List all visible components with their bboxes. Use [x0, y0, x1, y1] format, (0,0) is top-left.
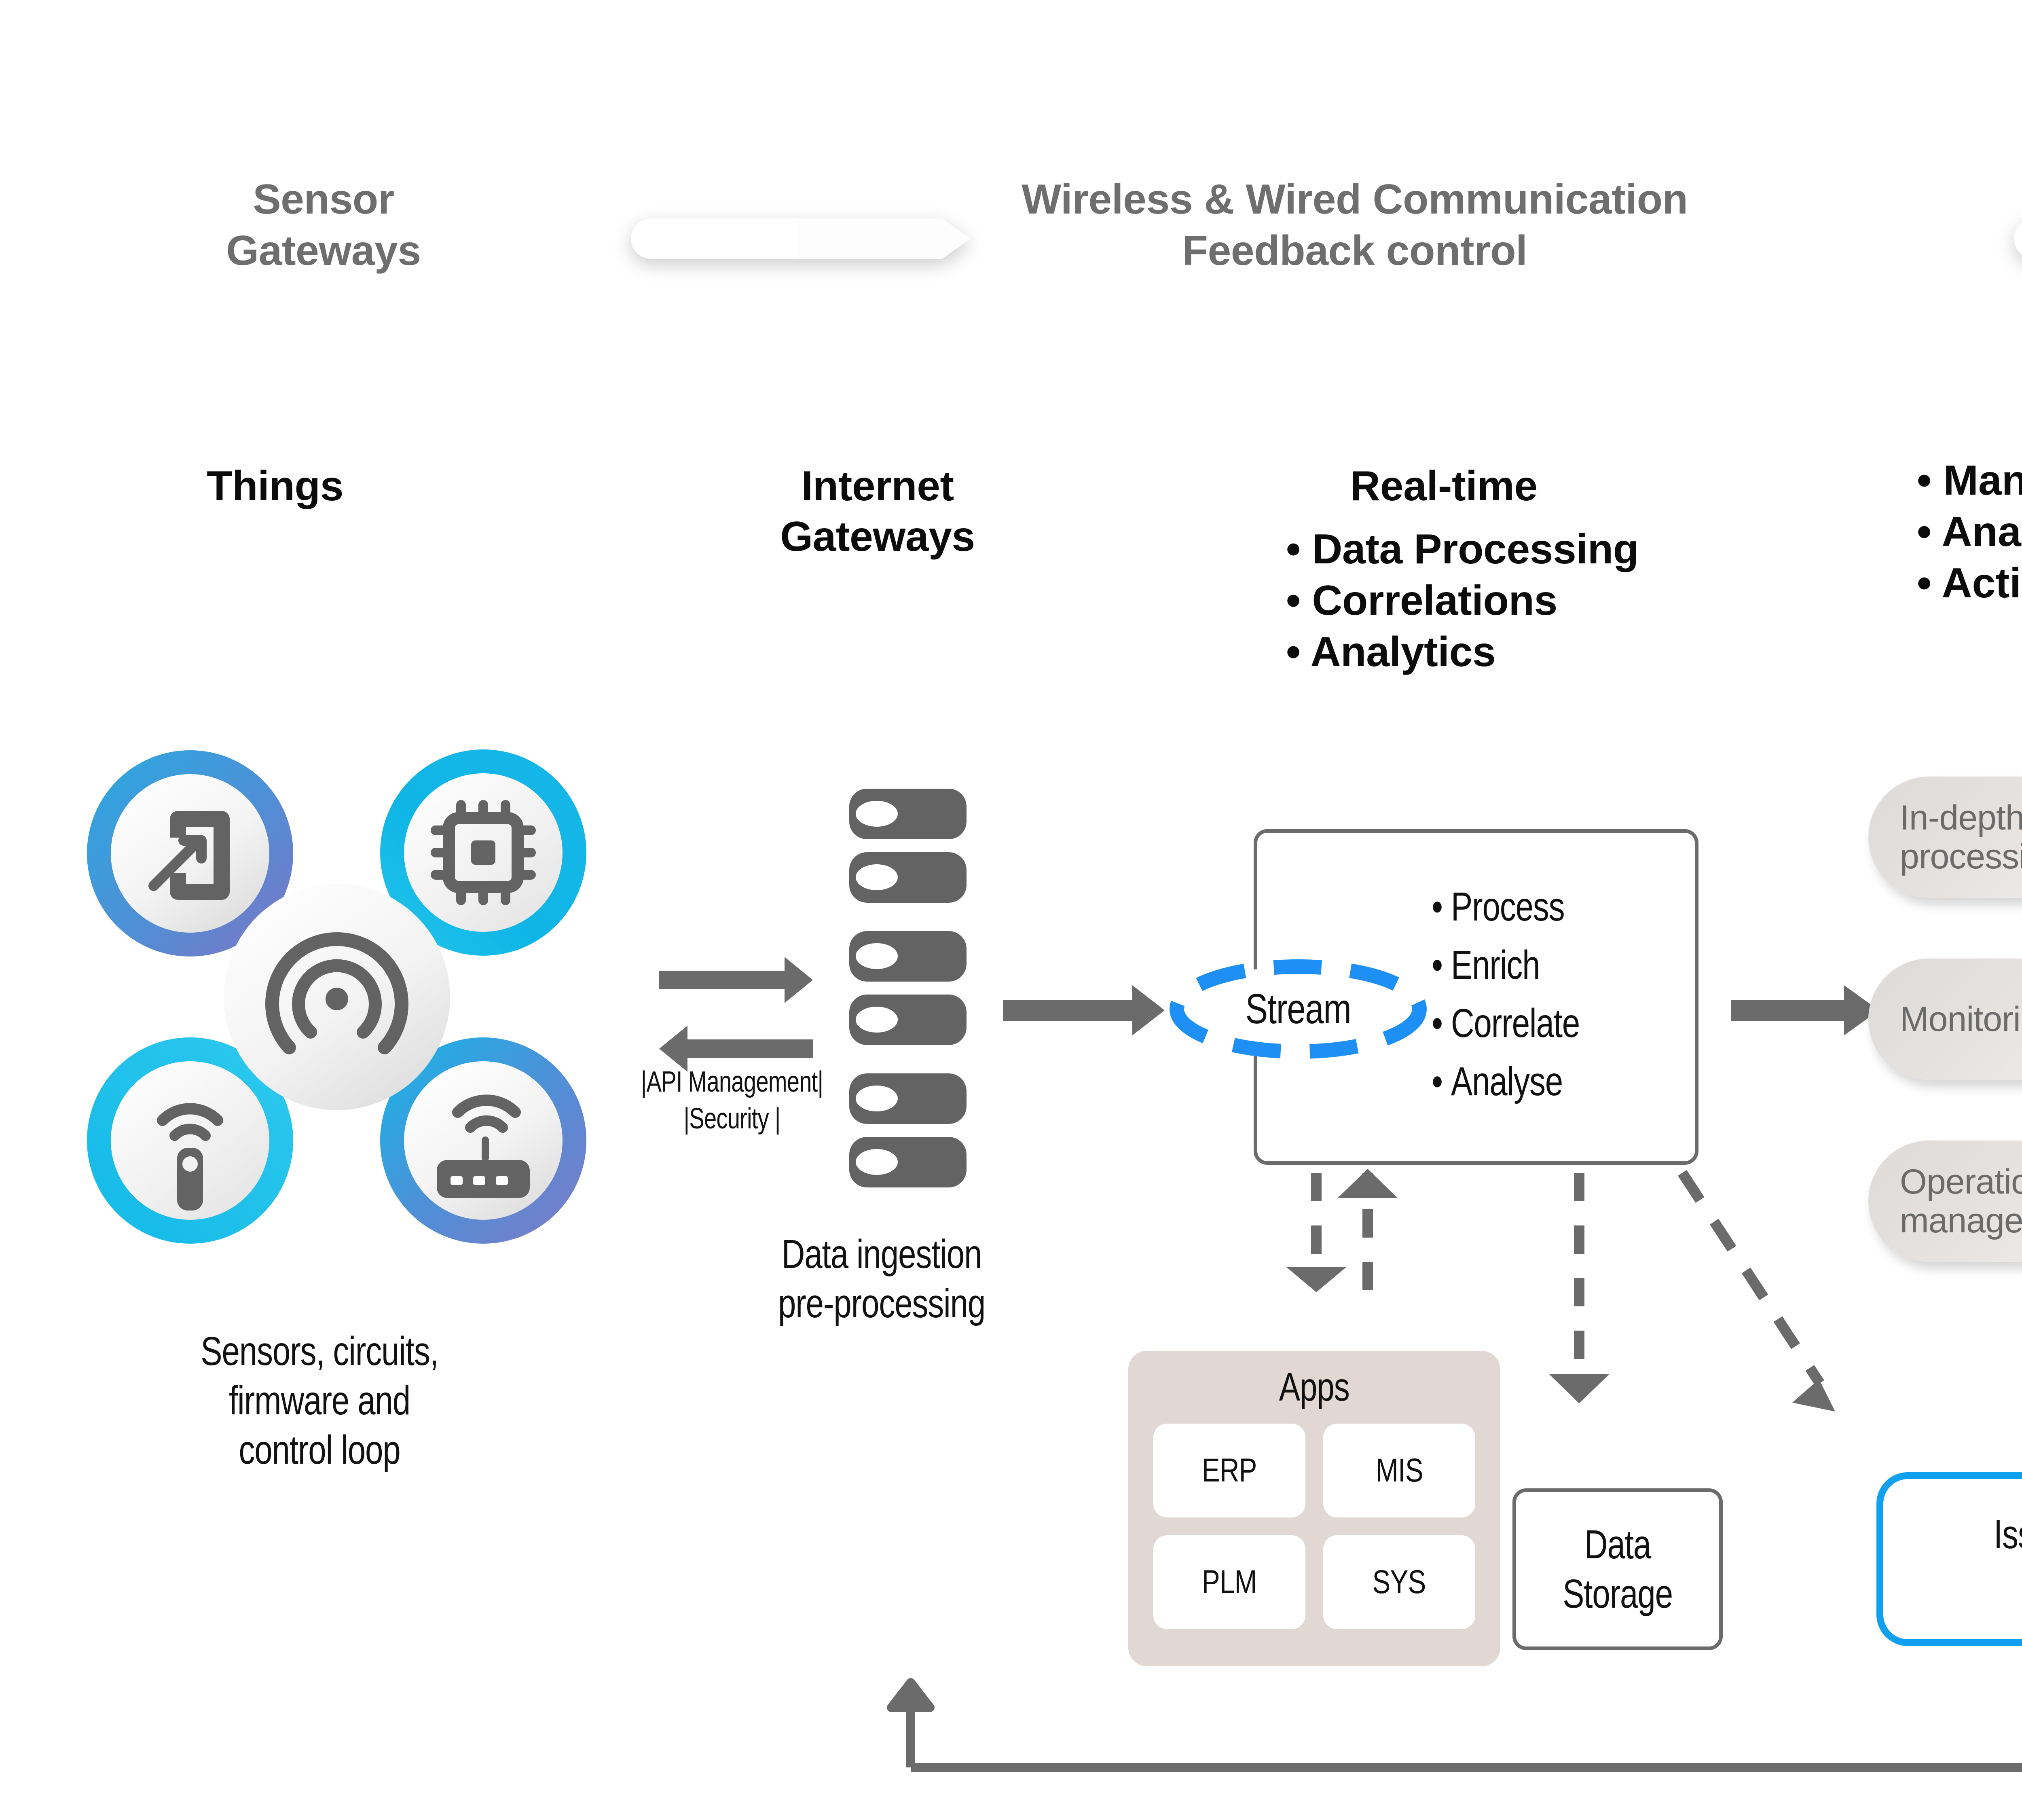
thing-circle-remote-wifi [87, 1037, 293, 1244]
gateway-caption: Data ingestion pre-processing [778, 1232, 986, 1326]
app-chip-label: MIS [1375, 1452, 1423, 1489]
data-storage-box[interactable]: Data Storage [1512, 1488, 1723, 1650]
app-chip-label: PLM [1202, 1564, 1257, 1600]
management-bullet: Analytics [1942, 508, 2022, 555]
stream-operation: Analyse [1451, 1059, 1563, 1104]
flow-ribbon-right [2006, 210, 2022, 267]
app-chip-mis[interactable]: MIS [1323, 1424, 1475, 1517]
api-management-security-label: |API Management| |Security | [641, 1066, 823, 1135]
app-chip-sys[interactable]: SYS [1323, 1535, 1475, 1629]
dashed-line-to-actuation [1678, 1170, 1824, 1386]
apps-box: Apps ERP MIS PLM SYS [1128, 1351, 1500, 1666]
management-bullet: Management [1943, 457, 2022, 504]
thing-circle-mobile-share [87, 750, 293, 957]
banner-wireless-wired: Wireless & Wired Communication Feedback … [930, 174, 1779, 277]
router-icon [437, 1094, 530, 1198]
stream-label-wrap: Stream [1165, 959, 1432, 1060]
broadcast-signal-icon [265, 932, 408, 1054]
column-title-things: Things [207, 463, 343, 510]
thing-circle-router [380, 1037, 586, 1244]
pill-label: In-depth processing [1900, 798, 2022, 876]
banner-line: Gateways [226, 227, 421, 274]
banner-line: Wireless & Wired Communication [1022, 176, 1688, 223]
thing-circle-broadcast [224, 884, 450, 1110]
arrow-gateway-to-stream [1003, 979, 1181, 1043]
realtime-bullet: Analytics [1310, 628, 1496, 675]
arrowhead-diag-actuation [1792, 1379, 1835, 1412]
realtime-bullet: Correlations [1312, 577, 1557, 624]
app-chip-erp[interactable]: ERP [1153, 1424, 1305, 1517]
stream-operation: Correlate [1451, 1001, 1580, 1046]
arrowhead-down-apps [1286, 1267, 1346, 1292]
column-title-realtime: Real-time • Data Processing • Correlatio… [1286, 461, 1812, 677]
things-cluster [69, 724, 627, 1244]
server-rack-icon [849, 789, 979, 1205]
thing-circle-microchip [380, 749, 586, 956]
feedback-loop-path [886, 1634, 2022, 1796]
microchip-icon [431, 800, 536, 905]
apps-title-wrap: Apps [1128, 1351, 1500, 1424]
stream-oval[interactable] [1165, 959, 1432, 1060]
stream-operations-list: • Process • Enrich • Correlate • Analyse [1432, 884, 1580, 1104]
remote-wifi-icon [157, 1103, 223, 1211]
pill-label: Operations management [1900, 1162, 2022, 1240]
realtime-bullet: Data Processing [1312, 525, 1639, 573]
pill-label: Monitoring [1900, 999, 2022, 1039]
app-chip-plm[interactable]: PLM [1153, 1535, 1305, 1629]
banner-line: Feedback control [1182, 227, 1527, 274]
column-title-management: • Management • Analytics • Actions [1917, 455, 2022, 609]
management-bullet: Actions [1942, 559, 2022, 607]
pill-operations-management[interactable]: Operations management [1868, 1141, 2022, 1262]
realtime-bullet-list: • Data Processing • Correlations • Analy… [1286, 525, 1639, 675]
banner-line: Sensor [253, 176, 394, 223]
banner-sensor-gateways: Sensor Gateways [178, 174, 469, 277]
things-caption: Sensors, circuits, firmware and control … [201, 1329, 439, 1473]
dashed-arrows-group [1254, 1169, 2022, 1500]
arrow-stream-to-management [1731, 979, 1893, 1043]
stream-operation: Enrich [1451, 942, 1540, 988]
mobile-share-icon [148, 811, 230, 900]
arrowhead-up-apps [1338, 1169, 1398, 1198]
actuation-label: Issue actuation commands [1993, 1512, 2022, 1606]
apps-title: Apps [1279, 1365, 1350, 1409]
stream-label: Stream [1245, 985, 1352, 1033]
stream-operation: Process [1451, 884, 1565, 929]
pill-monitoring[interactable]: Monitoring [1868, 959, 2022, 1080]
arrow-things-to-gateway [623, 938, 849, 1108]
issue-actuation-commands-box[interactable]: Issue actuation commands [1876, 1472, 2022, 1646]
arrowhead-down-storage [1549, 1374, 1609, 1403]
data-storage-label: Data Storage [1563, 1522, 1673, 1617]
flow-ribbon-left [623, 210, 979, 267]
column-title-internet-gateways: Internet Gateways [780, 463, 975, 560]
app-chip-label: SYS [1372, 1564, 1426, 1600]
pill-in-depth-processing[interactable]: In-depth processing [1868, 777, 2022, 898]
app-chip-label: ERP [1202, 1452, 1257, 1489]
